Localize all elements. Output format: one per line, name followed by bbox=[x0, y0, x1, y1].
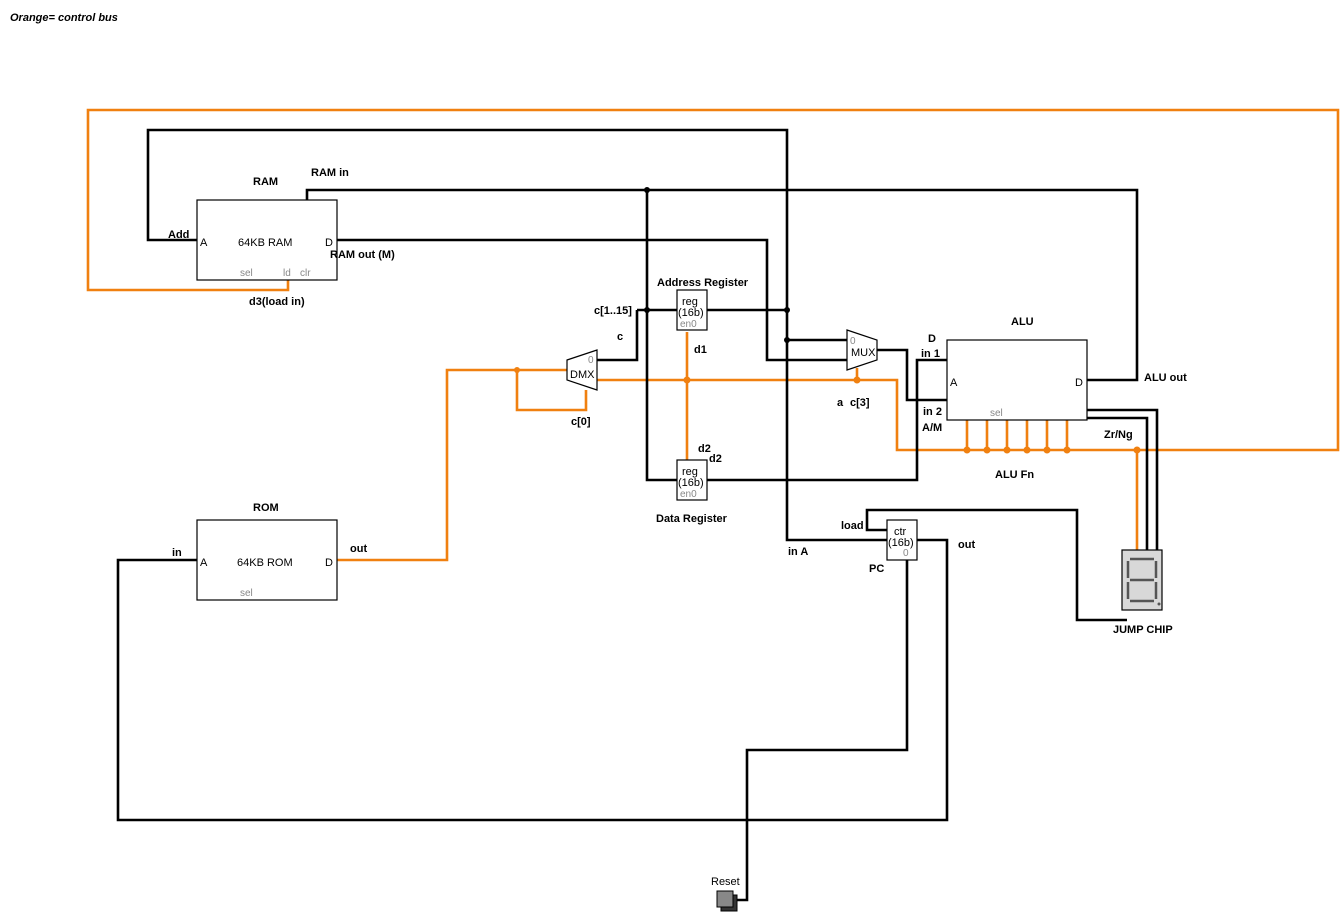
reset-label: Reset bbox=[711, 876, 740, 888]
ram-inner-label: 64KB RAM bbox=[238, 237, 292, 249]
reset-button[interactable] bbox=[716, 890, 738, 912]
alu-d-label: D bbox=[928, 333, 936, 345]
rom-out-label: out bbox=[350, 543, 367, 555]
address-bits-label: c[1..15] bbox=[594, 305, 632, 317]
address-register-line3: en0 bbox=[680, 319, 697, 330]
mux-pin0: 0 bbox=[850, 336, 856, 347]
ram-out-label: RAM out (M) bbox=[330, 249, 395, 261]
address-register-title: Address Register bbox=[657, 277, 749, 289]
alu-out-label: ALU out bbox=[1144, 372, 1187, 384]
data-d2-label-b: d2 bbox=[709, 453, 722, 465]
ram-pin-ld: ld bbox=[283, 268, 291, 279]
address-register[interactable]: reg (16b) en0 bbox=[676, 289, 708, 331]
alu-pin-a: A bbox=[950, 377, 958, 389]
data-register-title: Data Register bbox=[656, 513, 728, 525]
mux-label: MUX bbox=[851, 347, 876, 359]
alu-pin-sel: sel bbox=[990, 408, 1003, 419]
jump-chip[interactable] bbox=[1121, 549, 1163, 611]
pc-line3: 0 bbox=[903, 548, 909, 559]
data-register-line3: en0 bbox=[680, 489, 697, 500]
jump-chip-title: JUMP CHIP bbox=[1113, 624, 1173, 636]
pc-line1: ctr bbox=[894, 526, 907, 538]
rom-inner-label: 64KB ROM bbox=[237, 557, 293, 569]
data-d2-label-a: d2 bbox=[698, 443, 711, 455]
address-register-line1: reg bbox=[682, 296, 698, 308]
ram-pin-sel: sel bbox=[240, 268, 253, 279]
pc-in-a-label: in A bbox=[788, 546, 808, 558]
dmx-pin0: 0 bbox=[588, 355, 594, 366]
alu-title: ALU bbox=[1011, 316, 1034, 328]
rom-pin-d: D bbox=[325, 557, 333, 569]
data-register-line2: (16b) bbox=[678, 477, 704, 489]
rom-pin-sel: sel bbox=[240, 588, 253, 599]
address-register-line2: (16b) bbox=[678, 307, 704, 319]
rom-pin-a: A bbox=[200, 557, 208, 569]
mux-c3-label: c[3] bbox=[850, 397, 870, 409]
address-c-label: c bbox=[617, 331, 623, 343]
alu-pin-d: D bbox=[1075, 377, 1083, 389]
pc-load-label: load bbox=[841, 520, 864, 532]
address-d1-label: d1 bbox=[694, 344, 707, 356]
ram-pin-d: D bbox=[325, 237, 333, 249]
alu-zrng-label: Zr/Ng bbox=[1104, 429, 1133, 441]
mux-block[interactable]: MUX 0 bbox=[846, 329, 878, 371]
ram-title: RAM bbox=[253, 176, 278, 188]
data-wires bbox=[116, 128, 1159, 902]
alu-fn-label: ALU Fn bbox=[995, 469, 1034, 481]
alu-in1-label: in 1 bbox=[921, 348, 940, 360]
pc-line2: (16b) bbox=[888, 537, 914, 549]
data-register[interactable]: reg (16b) en0 bbox=[676, 459, 708, 501]
ram-add-label: Add bbox=[168, 229, 189, 241]
alu-am-label: A/M bbox=[922, 422, 942, 434]
pc-title: PC bbox=[869, 563, 884, 575]
alu-in2-label: in 2 bbox=[923, 406, 942, 418]
pc-block[interactable]: ctr (16b) 0 bbox=[886, 519, 918, 561]
ram-block[interactable]: RAM 64KB RAM A D sel ld clr bbox=[196, 176, 338, 281]
alu-block[interactable]: A D sel bbox=[946, 339, 1088, 421]
dmx-block[interactable]: DMX 0 bbox=[566, 349, 598, 391]
control-bus-wires bbox=[86, 108, 1340, 562]
dmx-c0-label: c[0] bbox=[571, 416, 591, 428]
mux-a-label: a bbox=[837, 397, 844, 409]
ram-pin-a: A bbox=[200, 237, 208, 249]
legend-note: Orange= control bus bbox=[10, 12, 118, 24]
junction-dots bbox=[514, 187, 1141, 454]
pc-out-label: out bbox=[958, 539, 975, 551]
ram-pin-clr: clr bbox=[300, 268, 311, 279]
data-register-line1: reg bbox=[682, 466, 698, 478]
rom-in-label: in bbox=[172, 547, 182, 559]
seven-segment-icon bbox=[1126, 557, 1158, 603]
ram-load-label: d3(load in) bbox=[249, 296, 305, 308]
ram-in-label: RAM in bbox=[311, 167, 349, 179]
dmx-label: DMX bbox=[570, 369, 595, 381]
rom-block[interactable]: ROM 64KB ROM A D sel bbox=[196, 502, 338, 601]
rom-title: ROM bbox=[253, 502, 279, 514]
